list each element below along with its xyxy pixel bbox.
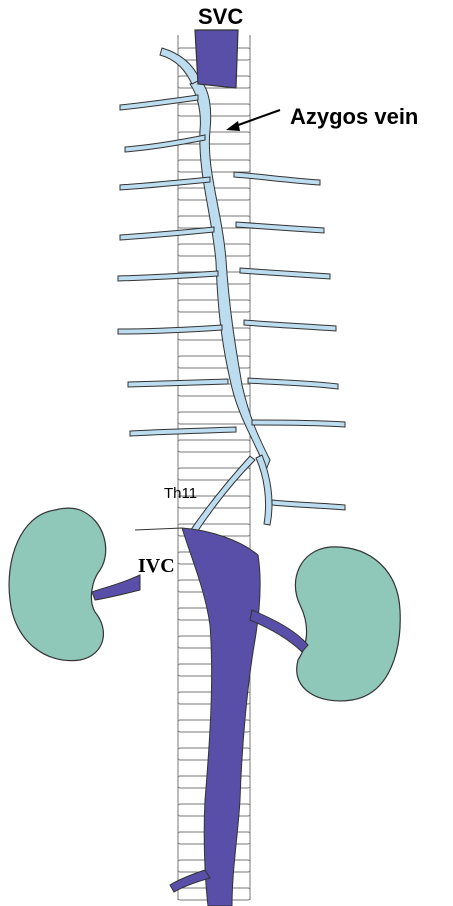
th11-label: Th11 — [164, 485, 197, 502]
ivc-label: IVC — [138, 555, 175, 577]
vertebra-disc — [178, 104, 250, 116]
vertebra-disc — [178, 160, 250, 172]
inferior-vena-cava-system — [92, 528, 308, 906]
svc-label: SVC — [198, 4, 243, 29]
left-kidney — [295, 547, 400, 701]
azygos-vein-label: Azygos vein — [290, 104, 418, 129]
right-kidney — [9, 508, 106, 661]
vertebra-disc — [178, 412, 250, 424]
vertebra-disc — [178, 300, 250, 312]
vertebra-disc — [178, 440, 250, 452]
superior-vena-cava — [195, 30, 238, 88]
azygos-pointer-arrow — [226, 110, 280, 131]
